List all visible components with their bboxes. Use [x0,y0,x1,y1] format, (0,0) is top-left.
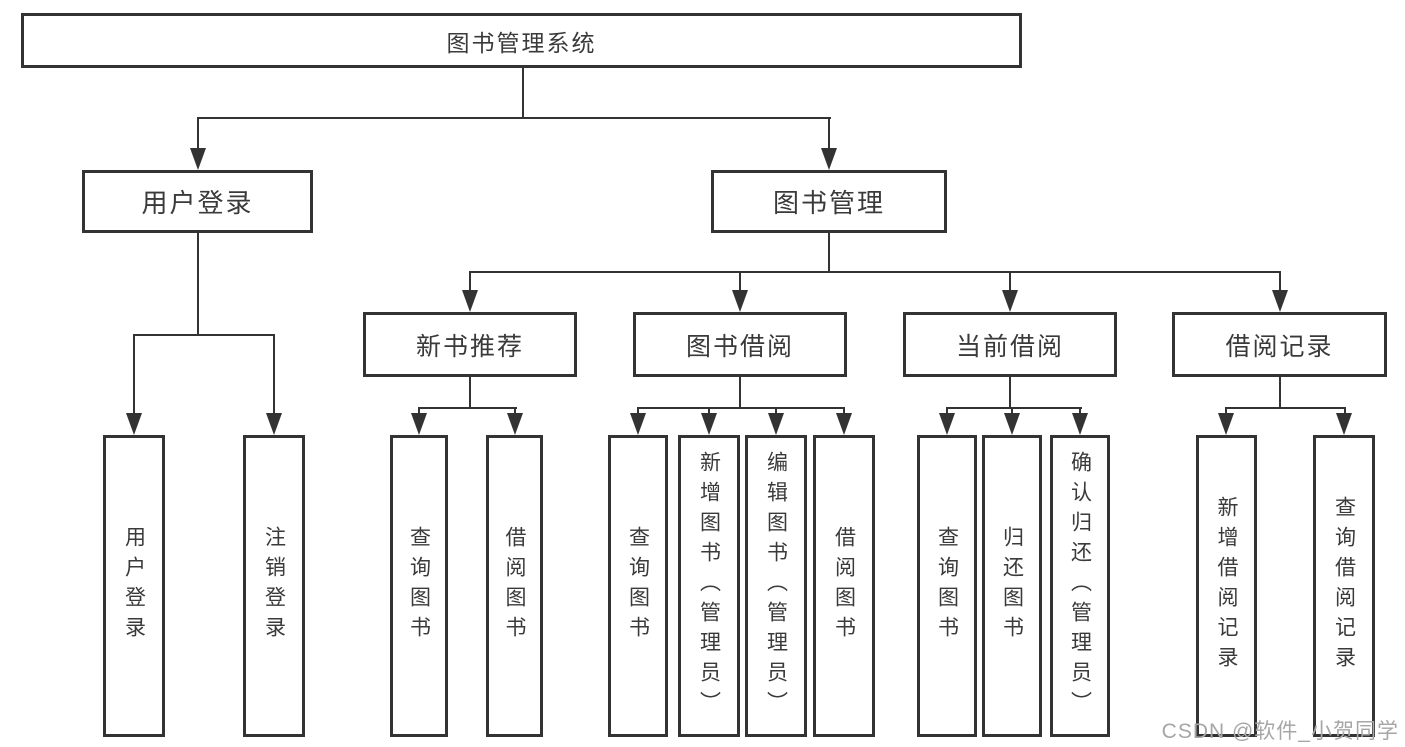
connector-line [1279,271,1281,291]
connector-line [1009,377,1011,409]
connector-line [133,334,135,414]
leaf-add-borrow-record: 新增借阅记录 [1196,435,1257,737]
arrow-down [1272,290,1288,312]
connector-line [775,407,777,416]
arrow-down [1336,413,1352,435]
arrow-down [630,413,646,435]
connector-line [197,233,199,336]
connector-line [197,117,831,119]
arrow-down [939,413,955,435]
connector-line [946,407,948,416]
connector-line [197,117,199,150]
arrow-down [732,290,748,312]
leaf-logout: 注销登录 [243,435,305,737]
connector-line [1279,377,1281,409]
watermark-text: CSDN @软件_小贺同学 [1161,720,1399,743]
arrow-down [821,148,837,170]
arrow-down [411,413,427,435]
connector-line [828,233,830,273]
arrow-down [1218,413,1234,435]
node-new-book-recommend: 新书推荐 [363,312,577,377]
arrow-down [266,413,282,435]
node-book-management: 图书管理 [711,170,947,233]
node-book-borrow: 图书借阅 [633,312,847,377]
node-borrow-records: 借阅记录 [1172,312,1387,377]
connector-line [739,377,741,409]
connector-line [1079,407,1081,416]
node-current-borrow: 当前借阅 [903,312,1117,377]
leaf-query-book-3: 查询图书 [917,435,977,737]
connector-line [469,271,471,291]
arrow-down [190,148,206,170]
connector-line [514,407,516,416]
connector-line [133,334,275,336]
connector-line [522,68,524,118]
connector-line [1009,271,1011,291]
leaf-borrow-book-2: 借阅图书 [813,435,875,737]
leaf-borrow-book-1: 借阅图书 [486,435,543,737]
leaf-confirm-return-admin: 确认归还（管理员） [1050,435,1110,737]
arrow-down [1004,413,1020,435]
arrow-down [836,413,852,435]
connector-line [418,407,420,416]
arrow-down [1072,413,1088,435]
node-library-management-system: 图书管理系统 [21,13,1022,68]
connector-line [273,334,275,414]
arrow-down [126,413,142,435]
leaf-edit-book-admin: 编辑图书（管理员） [745,435,807,737]
connector-line [637,407,639,416]
leaf-query-borrow-record: 查询借阅记录 [1313,435,1375,737]
connector-line [708,407,710,416]
leaf-query-book-1: 查询图书 [390,435,448,737]
connector-line [946,407,1082,409]
arrow-down [701,413,717,435]
connector-line [418,407,517,409]
arrow-down [1002,290,1018,312]
leaf-return-book: 归还图书 [982,435,1042,737]
node-user-login: 用户登录 [82,170,313,233]
connector-line [843,407,845,416]
connector-line [1225,407,1227,416]
connector-line [637,407,845,409]
connector-line [469,377,471,409]
connector-line [1011,407,1013,416]
connector-line [739,271,741,291]
arrow-down [507,413,523,435]
connector-line [469,271,1281,273]
leaf-query-book-2: 查询图书 [608,435,668,737]
leaf-add-book-admin: 新增图书（管理员） [678,435,740,737]
connector-line [828,117,830,150]
connector-line [1344,407,1346,416]
connector-line [1225,407,1346,409]
leaf-user-login: 用户登录 [103,435,165,737]
arrow-down [462,290,478,312]
arrow-down [768,413,784,435]
